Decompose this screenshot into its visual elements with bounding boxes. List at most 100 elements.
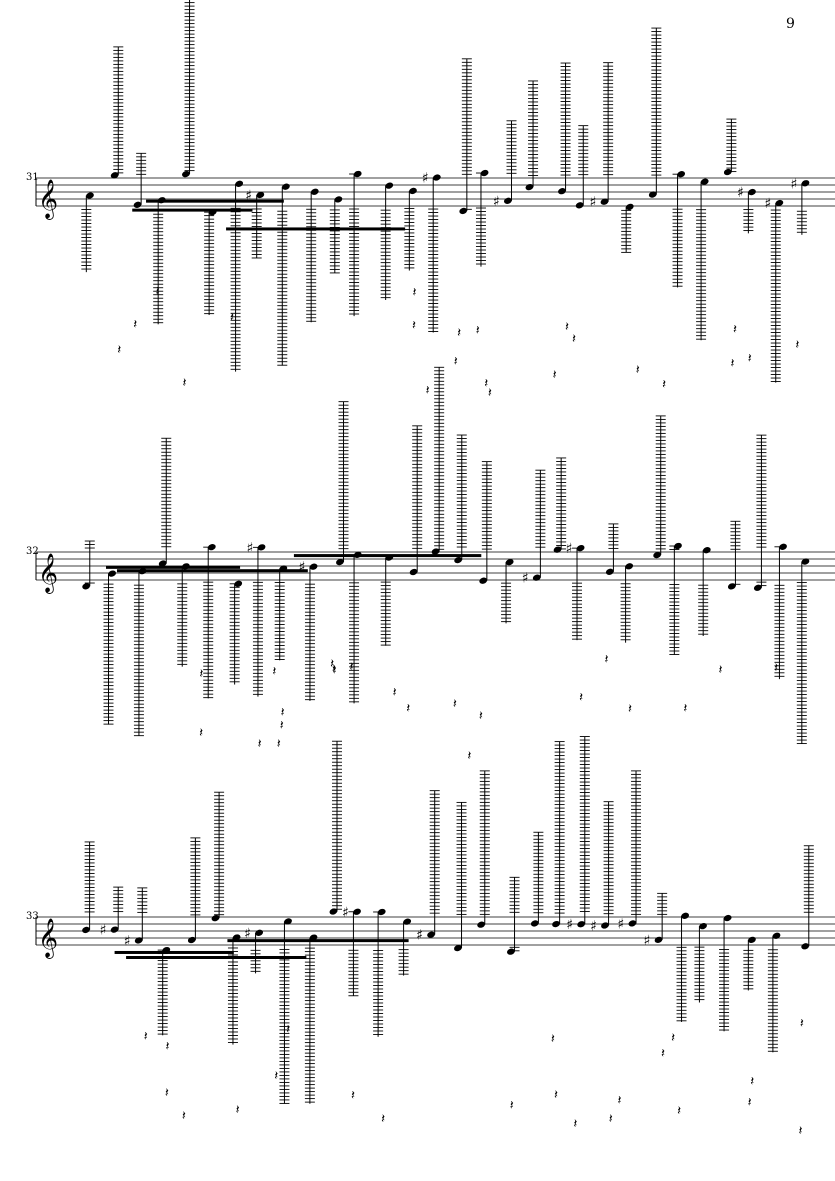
notehead [601, 922, 609, 929]
note [380, 554, 394, 646]
note [133, 568, 147, 737]
quarter-rest-icon: 𝄽 [330, 657, 334, 672]
sharp-icon: ♯ [522, 571, 529, 587]
sharp-icon: ♯ [124, 933, 131, 949]
notehead [329, 908, 338, 915]
quarter-rest-icon: 𝄽 [604, 652, 608, 667]
quarter-rest-icon: 𝄽 [609, 1112, 613, 1127]
note [103, 570, 117, 725]
quarter-rest-icon: 𝄽 [677, 1104, 681, 1119]
sharp-icon: ♯ [566, 541, 573, 557]
notehead [600, 198, 609, 205]
notehead [336, 558, 344, 566]
note [553, 457, 567, 553]
beam [132, 208, 253, 212]
beam [116, 569, 308, 573]
notehead [648, 191, 657, 198]
quarter-rest-icon: 𝄽 [554, 1088, 558, 1103]
note [743, 936, 756, 991]
notehead [532, 574, 541, 581]
notehead [134, 937, 143, 944]
quarter-rest-icon: 𝄽 [733, 323, 737, 338]
quarter-rest-icon: 𝄽 [258, 737, 262, 752]
sharp-icon: ♯ [100, 923, 107, 939]
note [558, 62, 571, 195]
quarter-rest-icon: 𝄽 [453, 697, 457, 712]
note: ♯ [100, 886, 124, 939]
note [110, 46, 124, 179]
notehead [454, 556, 463, 564]
quarter-rest-icon: 𝄽 [413, 285, 417, 300]
staff-systems: 𝄞♯♯♯♯♯♯♯𝄽𝄽𝄽𝄽𝄽𝄽𝄽𝄽𝄽𝄽𝄽𝄽𝄽𝄽𝄽𝄽𝄽𝄽𝄽𝄽𝄽𝄽𝄞♯♯♯♯𝄽𝄽𝄽𝄽𝄽… [35, 0, 835, 1139]
note [82, 540, 95, 590]
note [605, 523, 619, 575]
quarter-rest-icon: 𝄽 [457, 326, 461, 341]
notehead [504, 197, 512, 204]
note [575, 125, 589, 209]
notehead [653, 551, 662, 559]
note [306, 188, 319, 323]
sharp-icon: ♯ [342, 905, 349, 921]
quarter-rest-icon: 𝄽 [551, 1032, 555, 1047]
notehead [86, 192, 94, 199]
note [349, 551, 362, 704]
sharp-icon: ♯ [493, 194, 500, 210]
note [211, 791, 225, 922]
quarter-rest-icon: 𝄽 [144, 1030, 148, 1045]
note: ♯ [617, 770, 642, 932]
note [774, 543, 787, 680]
quarter-rest-icon: 𝄽 [573, 1117, 577, 1132]
notehead [110, 926, 119, 933]
notehead [235, 180, 244, 187]
note [648, 27, 662, 198]
quarter-rest-icon: 𝄽 [117, 343, 121, 358]
quarter-rest-icon: 𝄽 [351, 1088, 355, 1103]
notehead [748, 936, 756, 943]
notehead [530, 920, 539, 927]
note: ♯ [342, 905, 361, 997]
note [727, 520, 741, 590]
sharp-icon: ♯ [790, 176, 797, 192]
quarter-rest-icon: 𝄽 [628, 702, 632, 717]
note [380, 182, 394, 301]
note: ♯ [124, 887, 148, 949]
notehead [801, 180, 810, 187]
quarter-rest-icon: 𝄽 [272, 664, 276, 679]
note [349, 170, 362, 317]
note: ♯ [522, 469, 546, 587]
note: ♯ [244, 926, 264, 974]
note [336, 401, 349, 566]
quarter-rest-icon: 𝄽 [156, 285, 160, 300]
note: ♯ [764, 196, 784, 383]
quarter-rest-icon: 𝄽 [230, 310, 234, 325]
note [477, 770, 490, 928]
sharp-icon: ♯ [247, 540, 254, 556]
quarter-rest-icon: 𝄽 [565, 320, 569, 335]
notehead [310, 188, 319, 195]
beam [146, 199, 284, 203]
sharp-icon: ♯ [244, 926, 251, 942]
quarter-rest-icon: 𝄽 [406, 702, 410, 717]
note: ♯ [493, 120, 517, 210]
notehead [133, 201, 142, 208]
note [653, 415, 666, 559]
notehead [702, 547, 711, 554]
quarter-rest-icon: 𝄽 [553, 368, 557, 383]
sharp-icon: ♯ [566, 917, 573, 933]
notehead [553, 546, 562, 553]
sharp-icon: ♯ [416, 928, 423, 944]
notehead [801, 558, 810, 565]
staff-system-32: 𝄞♯♯♯♯𝄽𝄽𝄽𝄽𝄽𝄽𝄽𝄽𝄽𝄽𝄽𝄽𝄽𝄽𝄽𝄽𝄽𝄽𝄽𝄽𝄽𝄽 [35, 366, 835, 764]
notehead [727, 583, 736, 590]
notehead [605, 568, 614, 575]
note [409, 425, 423, 576]
quarter-rest-icon: 𝄽 [350, 660, 354, 675]
quarter-rest-icon: 𝄽 [133, 318, 137, 333]
notehead [409, 187, 417, 195]
note [753, 434, 767, 591]
note: ♯ [737, 185, 756, 234]
quarter-rest-icon: 𝄽 [718, 663, 722, 678]
quarter-rest-icon: 𝄽 [332, 662, 336, 677]
note [153, 197, 166, 325]
quarter-rest-icon: 𝄽 [182, 1109, 186, 1124]
